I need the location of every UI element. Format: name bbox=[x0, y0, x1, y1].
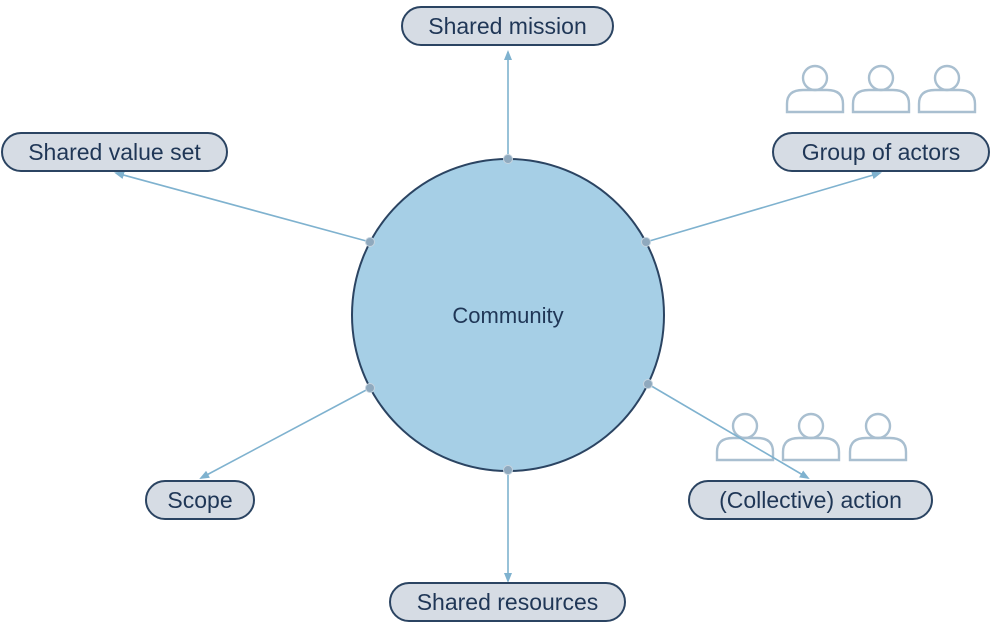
connector-scope bbox=[199, 387, 371, 479]
node-group-of-actors: Group of actors bbox=[772, 132, 990, 172]
person-icon bbox=[917, 64, 977, 114]
node-shared-resources: Shared resources bbox=[389, 582, 626, 622]
connector-actors bbox=[645, 171, 882, 243]
person-icon bbox=[785, 64, 845, 114]
actors-people-group bbox=[785, 64, 977, 114]
community-label: Community bbox=[452, 303, 563, 328]
connectors bbox=[114, 50, 882, 583]
person-icon bbox=[851, 64, 911, 114]
connection-point bbox=[503, 154, 513, 164]
node-collective-action: (Collective) action bbox=[688, 480, 933, 520]
node-shared-value-set-label: Shared value set bbox=[28, 139, 201, 165]
connection-point bbox=[643, 379, 653, 389]
node-shared-value-set: Shared value set bbox=[1, 132, 228, 172]
connection-point bbox=[503, 465, 513, 475]
connection-points bbox=[365, 154, 653, 475]
person-icon bbox=[848, 412, 908, 462]
action-people-group bbox=[715, 412, 908, 462]
node-shared-resources-label: Shared resources bbox=[417, 589, 599, 615]
connection-point bbox=[365, 383, 375, 393]
person-icon bbox=[781, 412, 841, 462]
node-shared-mission: Shared mission bbox=[401, 6, 614, 46]
node-shared-mission-label: Shared mission bbox=[428, 13, 587, 39]
connection-point bbox=[365, 237, 375, 247]
connection-point bbox=[641, 237, 651, 247]
node-group-of-actors-label: Group of actors bbox=[802, 139, 961, 165]
connector-values bbox=[114, 171, 371, 243]
node-scope: Scope bbox=[145, 480, 255, 520]
connector-action bbox=[647, 383, 810, 480]
node-collective-action-label: (Collective) action bbox=[719, 487, 902, 513]
node-scope-label: Scope bbox=[167, 487, 232, 513]
